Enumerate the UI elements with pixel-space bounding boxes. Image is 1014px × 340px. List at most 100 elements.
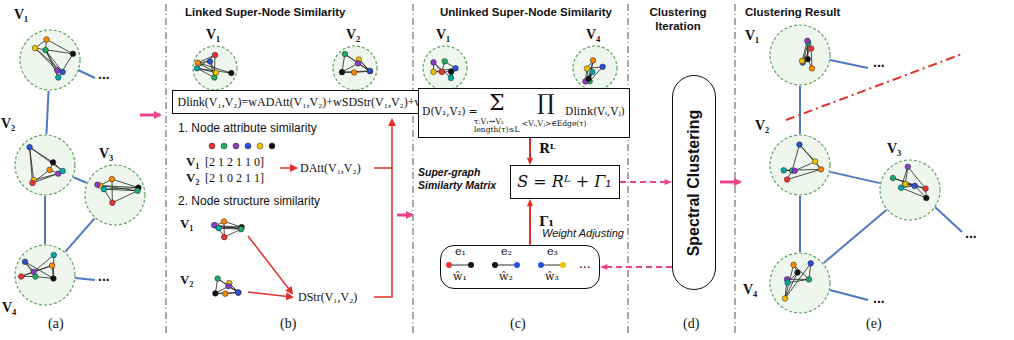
graph-edge (908, 167, 926, 189)
graph-vertex (51, 252, 57, 258)
graph-vertex (49, 263, 55, 269)
process-label: Spectral Clustering (685, 109, 703, 256)
formula-part: τ:V₁⇝V₂ length(τ)≤L (474, 118, 522, 135)
graph-vertex (924, 195, 930, 201)
ellipsis: ... (873, 54, 885, 70)
matrix-heading: Super-graph Similarty Matrix (418, 166, 506, 192)
super-node: V₄ (14, 244, 76, 306)
super-node-circle (15, 245, 75, 305)
super-node-label: V₂ (346, 27, 360, 43)
graph-vertex (50, 160, 56, 166)
ellipsis: ... (965, 225, 977, 241)
graph-vertex (135, 188, 141, 194)
graph-vertex (95, 182, 101, 188)
connector (73, 177, 86, 183)
formula-box: D(V₁,V₂) =Στ:V₁⇝V₂ length(τ)≤L∏<Vᵢ,Vⱼ>∈E… (418, 88, 630, 138)
graph-vertex (808, 261, 814, 267)
matrix-box: Super-graph Similarty MatrixS = Rᴸ + Γ₁ (510, 165, 620, 199)
super-node-label: V₃ (99, 146, 113, 162)
similarity-term: DStr(V₁,V₂) (298, 290, 357, 305)
stub (75, 278, 95, 280)
graph-edge (25, 262, 53, 279)
edge-icon (514, 262, 520, 268)
graph-vertex (791, 262, 797, 268)
super-node: V₂ (332, 45, 378, 91)
graph-vertex (194, 66, 200, 72)
super-node-outline (14, 134, 76, 196)
connector (529, 206, 531, 245)
separator (628, 4, 629, 336)
graph-vertex (70, 51, 76, 57)
graph-vertex (905, 164, 911, 170)
connector (620, 181, 665, 183)
weight-box: e₁e₂e₃ŵ₁ŵ₂ŵ₃... (440, 245, 600, 289)
dot (269, 143, 275, 149)
super-node-outline (572, 45, 618, 91)
flow-arrow (720, 181, 740, 184)
graph-vertex (812, 159, 818, 165)
super-node: V₄ (572, 45, 618, 91)
graph-vertex (221, 234, 227, 240)
super-node-circle (333, 46, 377, 90)
section-heading: 2. Node structure similarity (178, 194, 320, 208)
graph-vertex (890, 175, 896, 181)
graph-vertex (207, 59, 213, 65)
super-node: V₄ (769, 252, 831, 314)
connector (44, 196, 46, 244)
super-node-circle (770, 135, 830, 195)
panel-letter: (a) (48, 316, 64, 332)
formula-part: ... (579, 258, 590, 271)
graph-vertex (339, 69, 345, 75)
ellipsis: ... (98, 268, 110, 284)
super-node-outline (769, 24, 831, 86)
vector-name: V₁ (186, 154, 199, 170)
graph-edge (112, 179, 138, 187)
graph-vertex (235, 290, 241, 296)
super-node-label: V₁ (206, 27, 220, 43)
panel-title: Linked Super-Node Similarity (185, 6, 345, 18)
graph-vertex (101, 186, 107, 192)
panel-title: Clustering Iteration (636, 6, 720, 34)
connector (799, 86, 801, 134)
connector (529, 138, 531, 158)
graph-vertex (806, 277, 812, 283)
edge-icon (560, 262, 566, 268)
graph-vertex (795, 270, 801, 276)
connector (607, 266, 672, 268)
graph-edge (58, 54, 73, 78)
super-node: V₁ (769, 24, 831, 86)
panel-letter: (c) (510, 316, 526, 332)
super-node: V₂ (14, 134, 76, 196)
super-node-label: V₁ (14, 7, 28, 23)
edge-icon (538, 262, 544, 268)
formula-part: e₂ (501, 246, 512, 258)
graph-vertex (809, 66, 815, 72)
arrow (280, 167, 296, 169)
panel-letter: (d) (683, 316, 699, 332)
super-node-circle (573, 46, 617, 90)
flow-arrow (397, 214, 412, 217)
super-node: V₁ (192, 45, 238, 91)
super-node-label: V₁ (745, 28, 759, 44)
arrowhead (600, 264, 607, 270)
graph-vertex (236, 290, 242, 296)
panel-letter: (b) (280, 316, 296, 332)
formula-box: Dlink(V₁,V₂)=wADAtt(V₁,V₂)+wSDStr(V₁,V₂)… (172, 90, 437, 114)
graph-vertex (221, 219, 227, 225)
arrow (374, 120, 392, 297)
dot (209, 143, 215, 149)
graph-vertex (367, 68, 373, 74)
graph-vertex (32, 45, 38, 51)
graph-edge (111, 179, 112, 203)
graph-vertex (431, 69, 437, 75)
graph-edge (112, 191, 137, 203)
edge-label: Rᴸ (537, 141, 558, 156)
graph-vertex (805, 56, 811, 62)
attribute-dots (209, 143, 275, 149)
super-node-label: V₃ (887, 141, 901, 157)
edge-icon (492, 262, 498, 268)
super-node-circle (770, 253, 830, 313)
graph-vertex (797, 142, 803, 148)
graph-edge (799, 145, 815, 162)
